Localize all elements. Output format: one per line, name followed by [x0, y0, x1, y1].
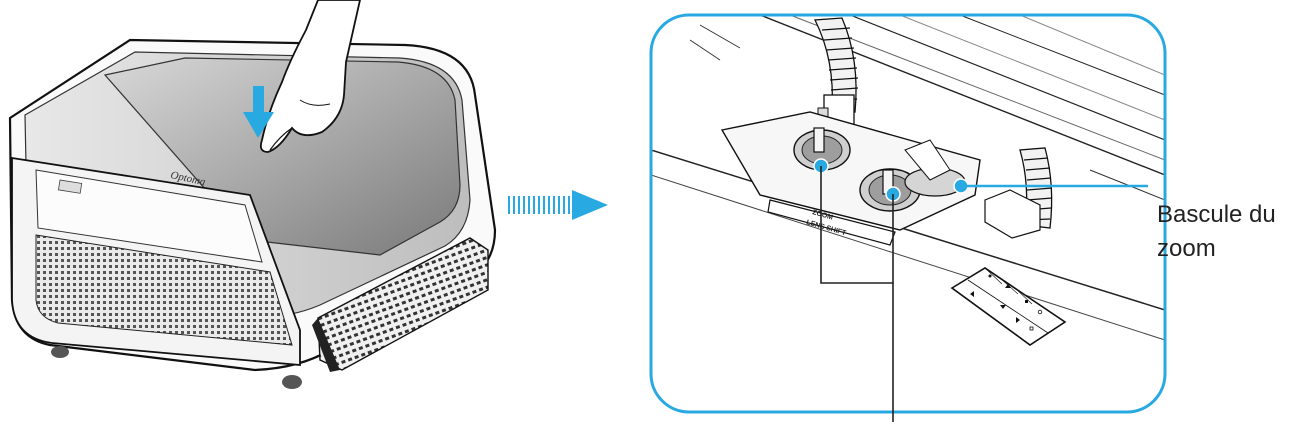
callout-label-zoom-lever-line1: Bascule du [1157, 201, 1276, 228]
control-keypad [950, 267, 1067, 346]
circle-icon [1037, 309, 1043, 315]
side-grille [317, 237, 489, 371]
callout-lines [813, 158, 1148, 422]
zoom-lever [904, 139, 966, 197]
gear-right-icon [984, 147, 1053, 239]
transition-arrow-icon [508, 190, 608, 220]
projector-lid [103, 57, 461, 256]
push-down-arrow-icon [243, 86, 274, 138]
power-icon [988, 274, 992, 278]
projector-illustration: Optoma [8, 0, 497, 389]
up-arrow-icon [1005, 284, 1011, 288]
zoom-detail-frame: ZOOM LENS SHIFT [649, 13, 1167, 414]
right-arrow-icon [1016, 317, 1020, 323]
down-arrow-icon [1000, 305, 1006, 309]
projector-foot [282, 375, 302, 389]
detail-frame-border [649, 13, 1167, 414]
enter-icon [1029, 326, 1034, 331]
front-grille [35, 234, 293, 346]
projector-foot [51, 346, 69, 358]
hand-illustration [259, 0, 361, 153]
lens-shift-knob [793, 127, 851, 171]
menu-icon [1025, 300, 1028, 303]
left-arrow-icon [970, 291, 974, 297]
callout-label-zoom-lever-line2: zoom [1157, 235, 1216, 262]
